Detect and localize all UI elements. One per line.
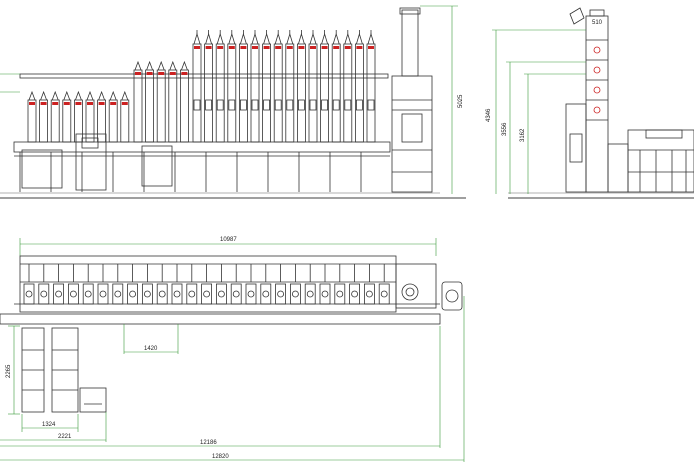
upper-column xyxy=(238,30,248,143)
side-dim-4346: 4346 xyxy=(486,108,492,122)
lower-column xyxy=(62,90,72,143)
upper-column xyxy=(308,30,318,143)
upper-column xyxy=(331,30,341,143)
middle-column xyxy=(145,60,155,143)
lower-spinning-columns xyxy=(27,90,130,143)
plan-depth-label: 2265 xyxy=(6,364,12,378)
upper-column xyxy=(227,30,237,143)
upper-column xyxy=(343,30,353,143)
upper-column xyxy=(215,30,225,143)
machine-frame xyxy=(19,73,389,79)
upper-column xyxy=(320,30,330,143)
plan-unit-span-label: 2221 xyxy=(58,434,72,440)
side-elevation-view: 4346 3556 3162 510 xyxy=(486,7,694,199)
plan-column xyxy=(23,264,35,305)
upper-spinning-columns xyxy=(133,30,376,143)
middle-column xyxy=(156,60,166,143)
side-dim-3162: 3162 xyxy=(520,128,526,142)
front-elevation-view: 5025 xyxy=(0,5,466,199)
plan-column xyxy=(82,264,94,305)
plan-column xyxy=(230,264,242,305)
upper-column xyxy=(192,30,202,143)
plan-pitch-label: 1420 xyxy=(144,346,158,352)
plan-column xyxy=(53,264,64,305)
lower-column xyxy=(120,90,130,143)
plan-view: 10987 xyxy=(0,237,465,462)
plan-column-units xyxy=(23,264,390,305)
plan-column xyxy=(97,264,109,305)
plan-column xyxy=(141,264,153,305)
control-cabinet xyxy=(75,133,107,191)
front-height-dimension xyxy=(0,5,458,194)
plan-column xyxy=(378,264,390,305)
plan-column xyxy=(319,264,331,305)
upper-column xyxy=(285,30,295,143)
upper-column xyxy=(366,30,376,143)
plan-line-length-label: 12186 xyxy=(200,440,217,446)
plan-column xyxy=(112,264,124,305)
plan-column xyxy=(156,264,168,305)
plan-column xyxy=(260,264,272,305)
plan-column xyxy=(38,264,50,305)
side-auxiliary-unit xyxy=(627,129,694,193)
lower-column xyxy=(27,90,37,143)
lower-column xyxy=(85,90,95,143)
plan-column xyxy=(275,264,287,305)
plan-column xyxy=(215,264,227,305)
plan-drive-box xyxy=(395,263,437,309)
plan-top-length-label: 10987 xyxy=(220,237,237,243)
upper-column xyxy=(296,30,306,143)
plan-column xyxy=(349,264,361,305)
upper-column xyxy=(273,30,283,143)
tower-chimney xyxy=(401,9,419,77)
upper-column xyxy=(204,30,214,143)
upper-column xyxy=(354,30,364,143)
upper-column xyxy=(262,30,272,143)
plan-column xyxy=(304,264,316,305)
lower-column xyxy=(97,90,106,143)
plan-column xyxy=(363,264,375,305)
plan-column xyxy=(201,264,213,305)
plan-column xyxy=(245,264,257,305)
side-dim-3556: 3556 xyxy=(502,122,508,136)
middle-column xyxy=(168,60,178,143)
plan-column xyxy=(186,264,198,305)
side-dimensions xyxy=(492,29,586,194)
plan-column xyxy=(68,264,79,305)
plan-column xyxy=(289,264,301,305)
plan-column xyxy=(171,264,183,305)
plan-overall-length-label: 12820 xyxy=(212,454,229,460)
tower-housing xyxy=(391,75,433,193)
frame-legs xyxy=(19,152,362,192)
front-height-label: 5025 xyxy=(458,94,464,108)
middle-column xyxy=(179,60,189,143)
lower-column xyxy=(74,90,83,143)
plan-dimensions xyxy=(0,296,465,462)
drive-unit xyxy=(141,145,173,187)
lower-column xyxy=(39,90,48,143)
upper-column xyxy=(250,30,260,143)
plan-column xyxy=(334,264,346,305)
plan-control-panel xyxy=(79,387,107,413)
plan-unit-width-label: 1324 xyxy=(42,422,56,428)
lower-column xyxy=(50,90,60,143)
lower-column xyxy=(108,90,118,143)
middle-column xyxy=(133,60,143,143)
side-tower xyxy=(585,15,609,193)
side-base-unit xyxy=(565,103,587,193)
side-top-label: 510 xyxy=(592,20,603,26)
plan-column xyxy=(127,264,138,305)
